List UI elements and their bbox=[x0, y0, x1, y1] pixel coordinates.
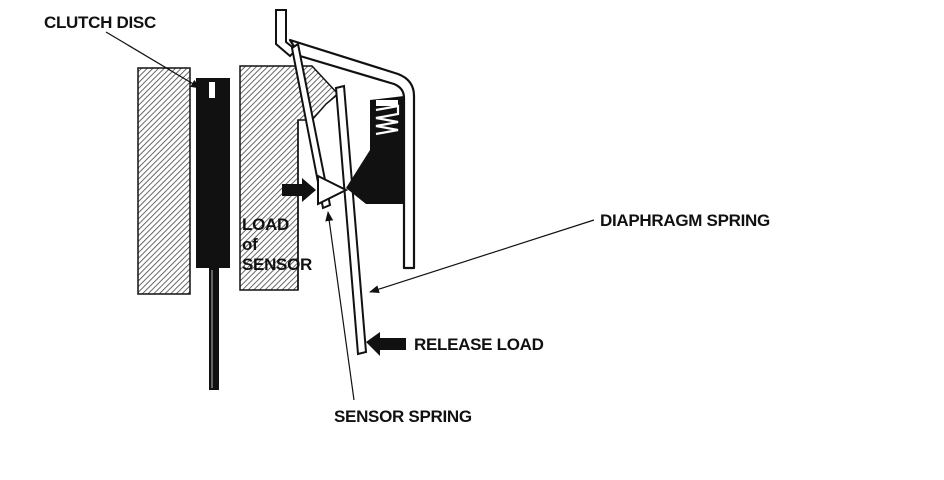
load-label-line3: SENSOR bbox=[242, 255, 312, 274]
fulcrum-lower bbox=[346, 182, 404, 204]
diaphragm-spring-label: DIAPHRAGM SPRING bbox=[600, 211, 770, 230]
coil-spring-base bbox=[376, 100, 398, 106]
sensor-spring-leader bbox=[325, 211, 355, 401]
release-load-arrow-icon bbox=[366, 332, 406, 356]
load-label-line1: LOAD bbox=[242, 215, 289, 234]
coil-spring bbox=[375, 104, 400, 136]
release-load-label: RELEASE LOAD bbox=[414, 335, 544, 354]
sensor-spring-label: SENSOR SPRING bbox=[334, 407, 472, 426]
clutch-disc-label: CLUTCH DISC bbox=[44, 13, 156, 32]
clutch-disc-hub-highlight bbox=[211, 270, 213, 388]
sensor-load-triangle bbox=[317, 174, 349, 206]
clutch-cover bbox=[288, 38, 416, 270]
load-arrow-icon bbox=[282, 178, 316, 202]
clutch-disc-facing bbox=[196, 78, 230, 268]
fulcrum-upper bbox=[346, 96, 404, 190]
clutch-disc-slot bbox=[209, 82, 215, 98]
diaphragm-spring-leader bbox=[369, 219, 595, 294]
sensor-spring-body bbox=[290, 42, 332, 210]
diaphragm-spring-body bbox=[334, 84, 368, 356]
flywheel-block bbox=[137, 67, 191, 295]
load-label-line2: of bbox=[242, 235, 258, 254]
clutch-disc-hub bbox=[209, 268, 219, 390]
clutch-disc-leader bbox=[105, 31, 201, 89]
